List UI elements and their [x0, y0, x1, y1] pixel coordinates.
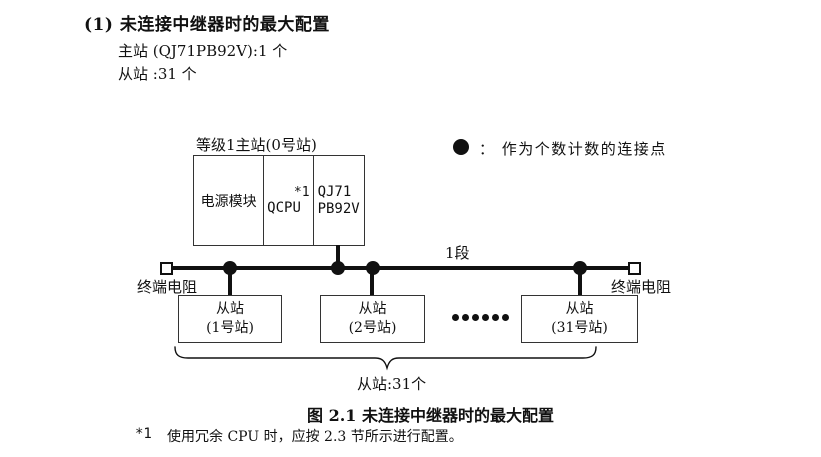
cpu-footnote-marker: *1	[293, 184, 310, 200]
section-heading: (1) 未连接中继器时的最大配置	[84, 15, 330, 35]
master-station-box: 电源模块 *1 QCPU QJ71 PB92V	[193, 155, 365, 246]
underbrace	[174, 346, 597, 371]
connection-point-legend-icon	[453, 139, 469, 155]
bus-line	[172, 266, 630, 270]
terminating-resistor-left-icon	[160, 262, 173, 275]
network-module-cell: QJ71 PB92V	[312, 156, 364, 245]
slave31-drop-line	[578, 268, 582, 295]
legend-text: ： 作为个数计数的连接点	[479, 140, 667, 158]
segment-label: 1段	[445, 244, 470, 262]
network-module-label-line1: QJ71	[317, 183, 352, 200]
slave-station-spec: 从站 :31 个	[118, 65, 197, 83]
brace-count-label: 从站:31个	[357, 375, 427, 393]
ellipsis-dots-icon	[452, 314, 509, 321]
slave-station-1-box: 从站 (1号站)	[178, 295, 282, 343]
slave-station-31-box: 从站 (31号站)	[521, 295, 638, 343]
slave-station-2-box: 从站 (2号站)	[320, 295, 425, 343]
slave31-label-line2: (31号站)	[551, 320, 608, 336]
terminating-resistor-right-icon	[628, 262, 641, 275]
slave2-label-line1: 从站	[358, 301, 387, 317]
cpu-module-label: QCPU	[267, 199, 301, 216]
figure-caption: 图 2.1 未连接中继器时的最大配置	[307, 406, 554, 425]
footnote-text: 使用冗余 CPU 时，应按 2.3 节所示进行配置。	[167, 429, 463, 445]
slave2-label-line2: (2号站)	[348, 320, 397, 336]
slave1-label-line1: 从站	[216, 301, 244, 317]
connection-point-icon	[331, 261, 345, 275]
network-module-label-line2: PB92V	[317, 200, 360, 217]
terminating-resistor-right-label: 终端电阻	[611, 278, 672, 296]
slave1-label-line2: (1号站)	[206, 320, 254, 336]
slave2-drop-line	[370, 268, 374, 295]
slave31-label-line1: 从站	[565, 301, 594, 317]
terminating-resistor-left-label: 终端电阻	[137, 278, 198, 296]
master-station-label: 等级1主站(0号站)	[196, 136, 317, 154]
slave1-drop-line	[228, 268, 232, 295]
cpu-module-cell: *1 QCPU	[263, 156, 312, 245]
power-module-cell: 电源模块	[200, 193, 257, 210]
master-station-spec: 主站 (QJ71PB92V):1 个	[118, 42, 288, 60]
master-drop-line	[336, 245, 340, 267]
footnote-marker: *1	[135, 426, 152, 442]
